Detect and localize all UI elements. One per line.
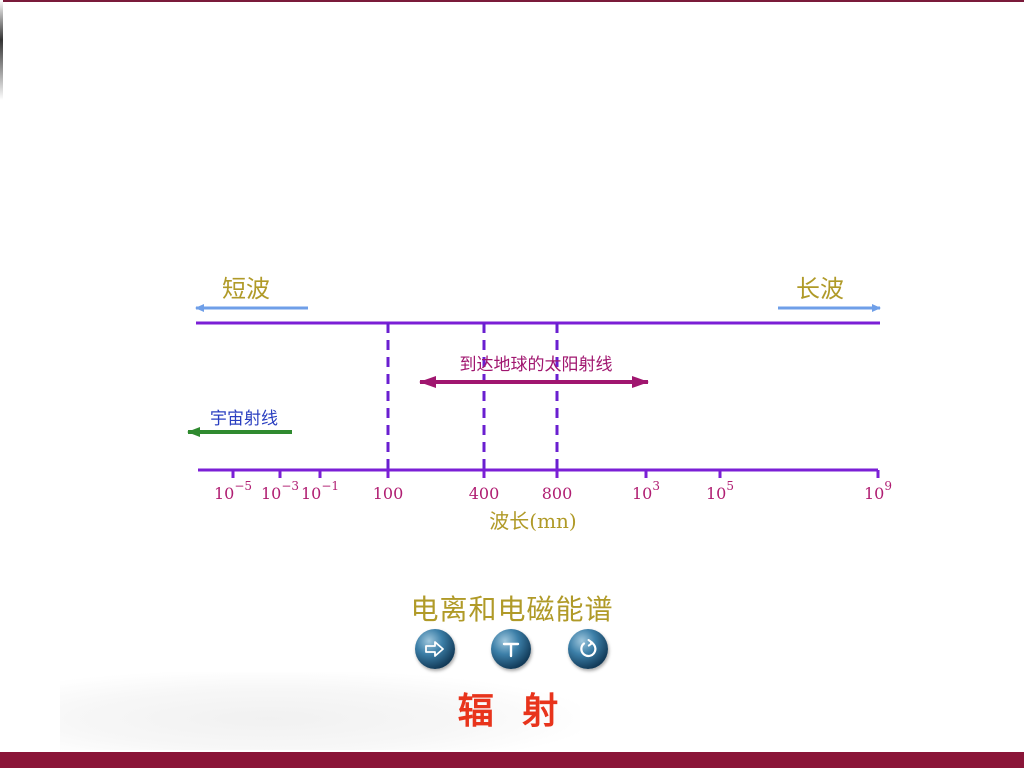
- top-border: [0, 0, 1024, 2]
- t-icon: [502, 642, 520, 658]
- tick-label: 800: [542, 484, 573, 503]
- replay-button[interactable]: [568, 629, 608, 669]
- tick-label: 10−3: [261, 479, 299, 503]
- next-button[interactable]: [415, 629, 455, 669]
- wavelength-axis-label: 波长(mn): [489, 509, 576, 533]
- tick-label: 10−1: [301, 479, 339, 503]
- top-button[interactable]: [491, 629, 531, 669]
- long-wave-label: 长波: [796, 275, 844, 303]
- tick-label: 100: [373, 484, 404, 503]
- short-wave-label: 短波: [222, 275, 270, 303]
- tick-label: 105: [706, 479, 734, 503]
- page-title: 辐 射: [457, 690, 567, 732]
- left-edge-mark: [0, 0, 3, 100]
- bottom-border: [0, 752, 1024, 768]
- cosmic-rays-label: 宇宙射线: [210, 409, 278, 429]
- tick-label: 10−5: [214, 479, 252, 503]
- solar-radiation-label: 到达地球的太阳射线: [460, 355, 613, 375]
- arrow-right-icon: [425, 641, 444, 657]
- tick-marks: [231, 470, 880, 478]
- tick-label: 109: [864, 479, 892, 503]
- tick-label: 103: [632, 479, 660, 503]
- bottom-glow: [60, 672, 580, 750]
- tick-label: 400: [469, 484, 500, 503]
- replay-icon: [580, 639, 597, 658]
- spectrum-caption: 电离和电磁能谱: [410, 593, 614, 626]
